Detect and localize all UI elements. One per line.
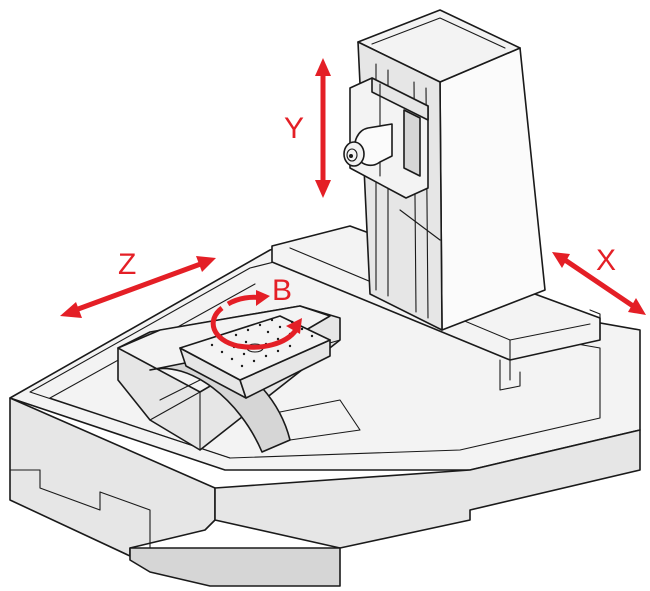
y-axis-arrowhead-up bbox=[315, 58, 331, 76]
axis-arrows bbox=[60, 58, 646, 350]
machine-bed bbox=[9, 225, 641, 587]
x-axis-arrow bbox=[560, 255, 638, 311]
b-axis-rotation-arrow bbox=[210, 306, 299, 350]
z-axis-arrowhead-left bbox=[60, 302, 82, 318]
z-axis-arrowhead-right bbox=[196, 256, 216, 272]
y-axis-arrowhead-down bbox=[315, 180, 331, 198]
b-axis-arrowhead-end bbox=[286, 318, 302, 334]
x-axis-label: X bbox=[596, 244, 616, 277]
z-axis-arrow bbox=[69, 259, 207, 315]
b-axis-label: B bbox=[272, 274, 292, 307]
z-axis-label: Z bbox=[118, 248, 136, 281]
spindle-head bbox=[343, 77, 429, 199]
x-axis-arrowhead-lower bbox=[628, 298, 646, 315]
y-axis-label: Y bbox=[284, 112, 304, 145]
x-axis-arrowhead-upper bbox=[552, 252, 570, 268]
b-axis-arrowhead-start bbox=[256, 290, 270, 306]
